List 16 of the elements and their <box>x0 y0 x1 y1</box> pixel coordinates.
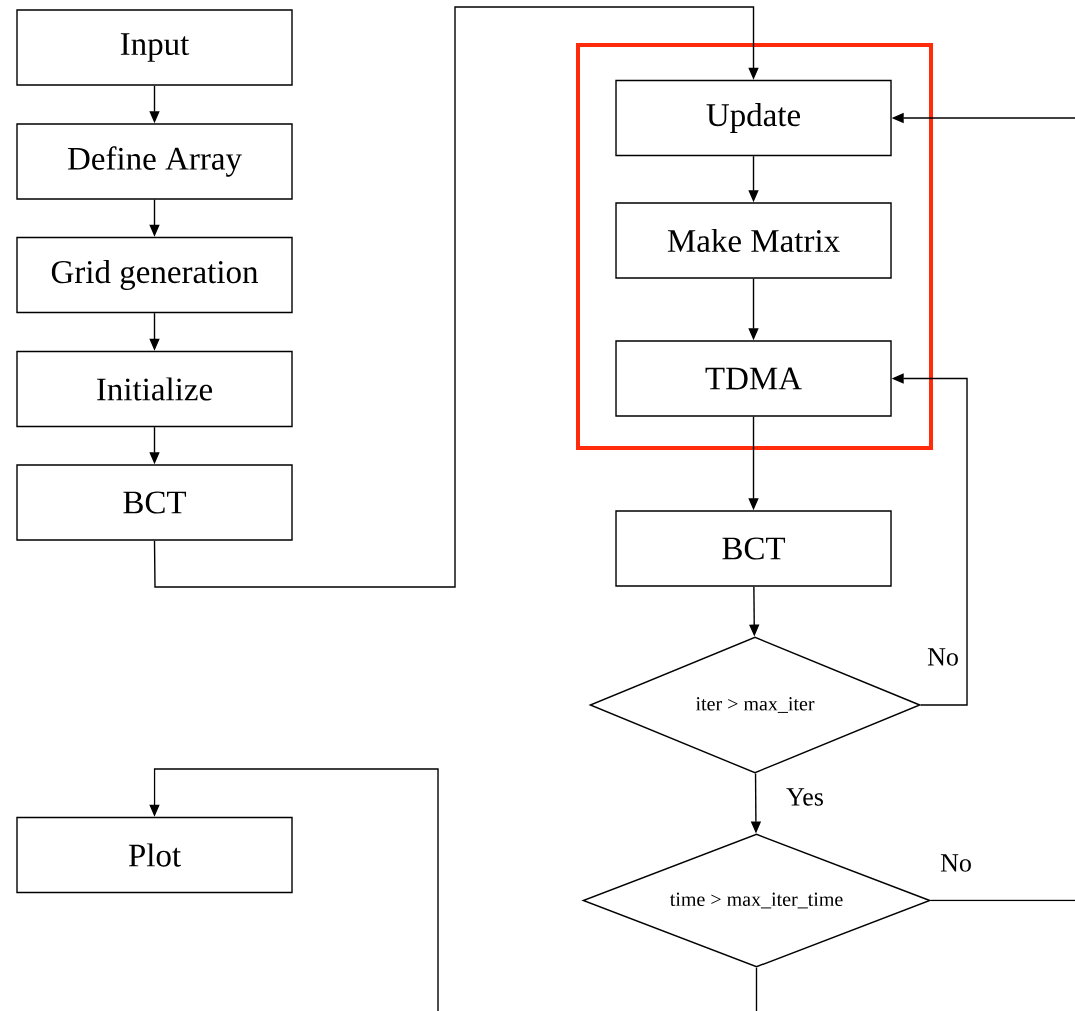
group-frame <box>576 43 933 450</box>
process-box: Initialize <box>16 350 293 428</box>
process-box: TDMA <box>615 340 892 417</box>
process-box: Plot <box>16 816 293 894</box>
process-box: Define Array <box>16 123 293 200</box>
process-box: BCT <box>16 464 293 541</box>
process-box: Update <box>615 79 892 157</box>
arrow <box>149 768 439 1011</box>
process-box: Input <box>16 9 293 86</box>
arrow <box>153 6 759 588</box>
process-box: Make Matrix <box>615 202 892 279</box>
edge-label: No <box>927 648 958 666</box>
edge-label: Yes <box>786 788 823 806</box>
process-box: Grid generation <box>16 236 293 314</box>
edge-label: No <box>940 854 971 872</box>
process-box: BCT <box>615 510 892 587</box>
